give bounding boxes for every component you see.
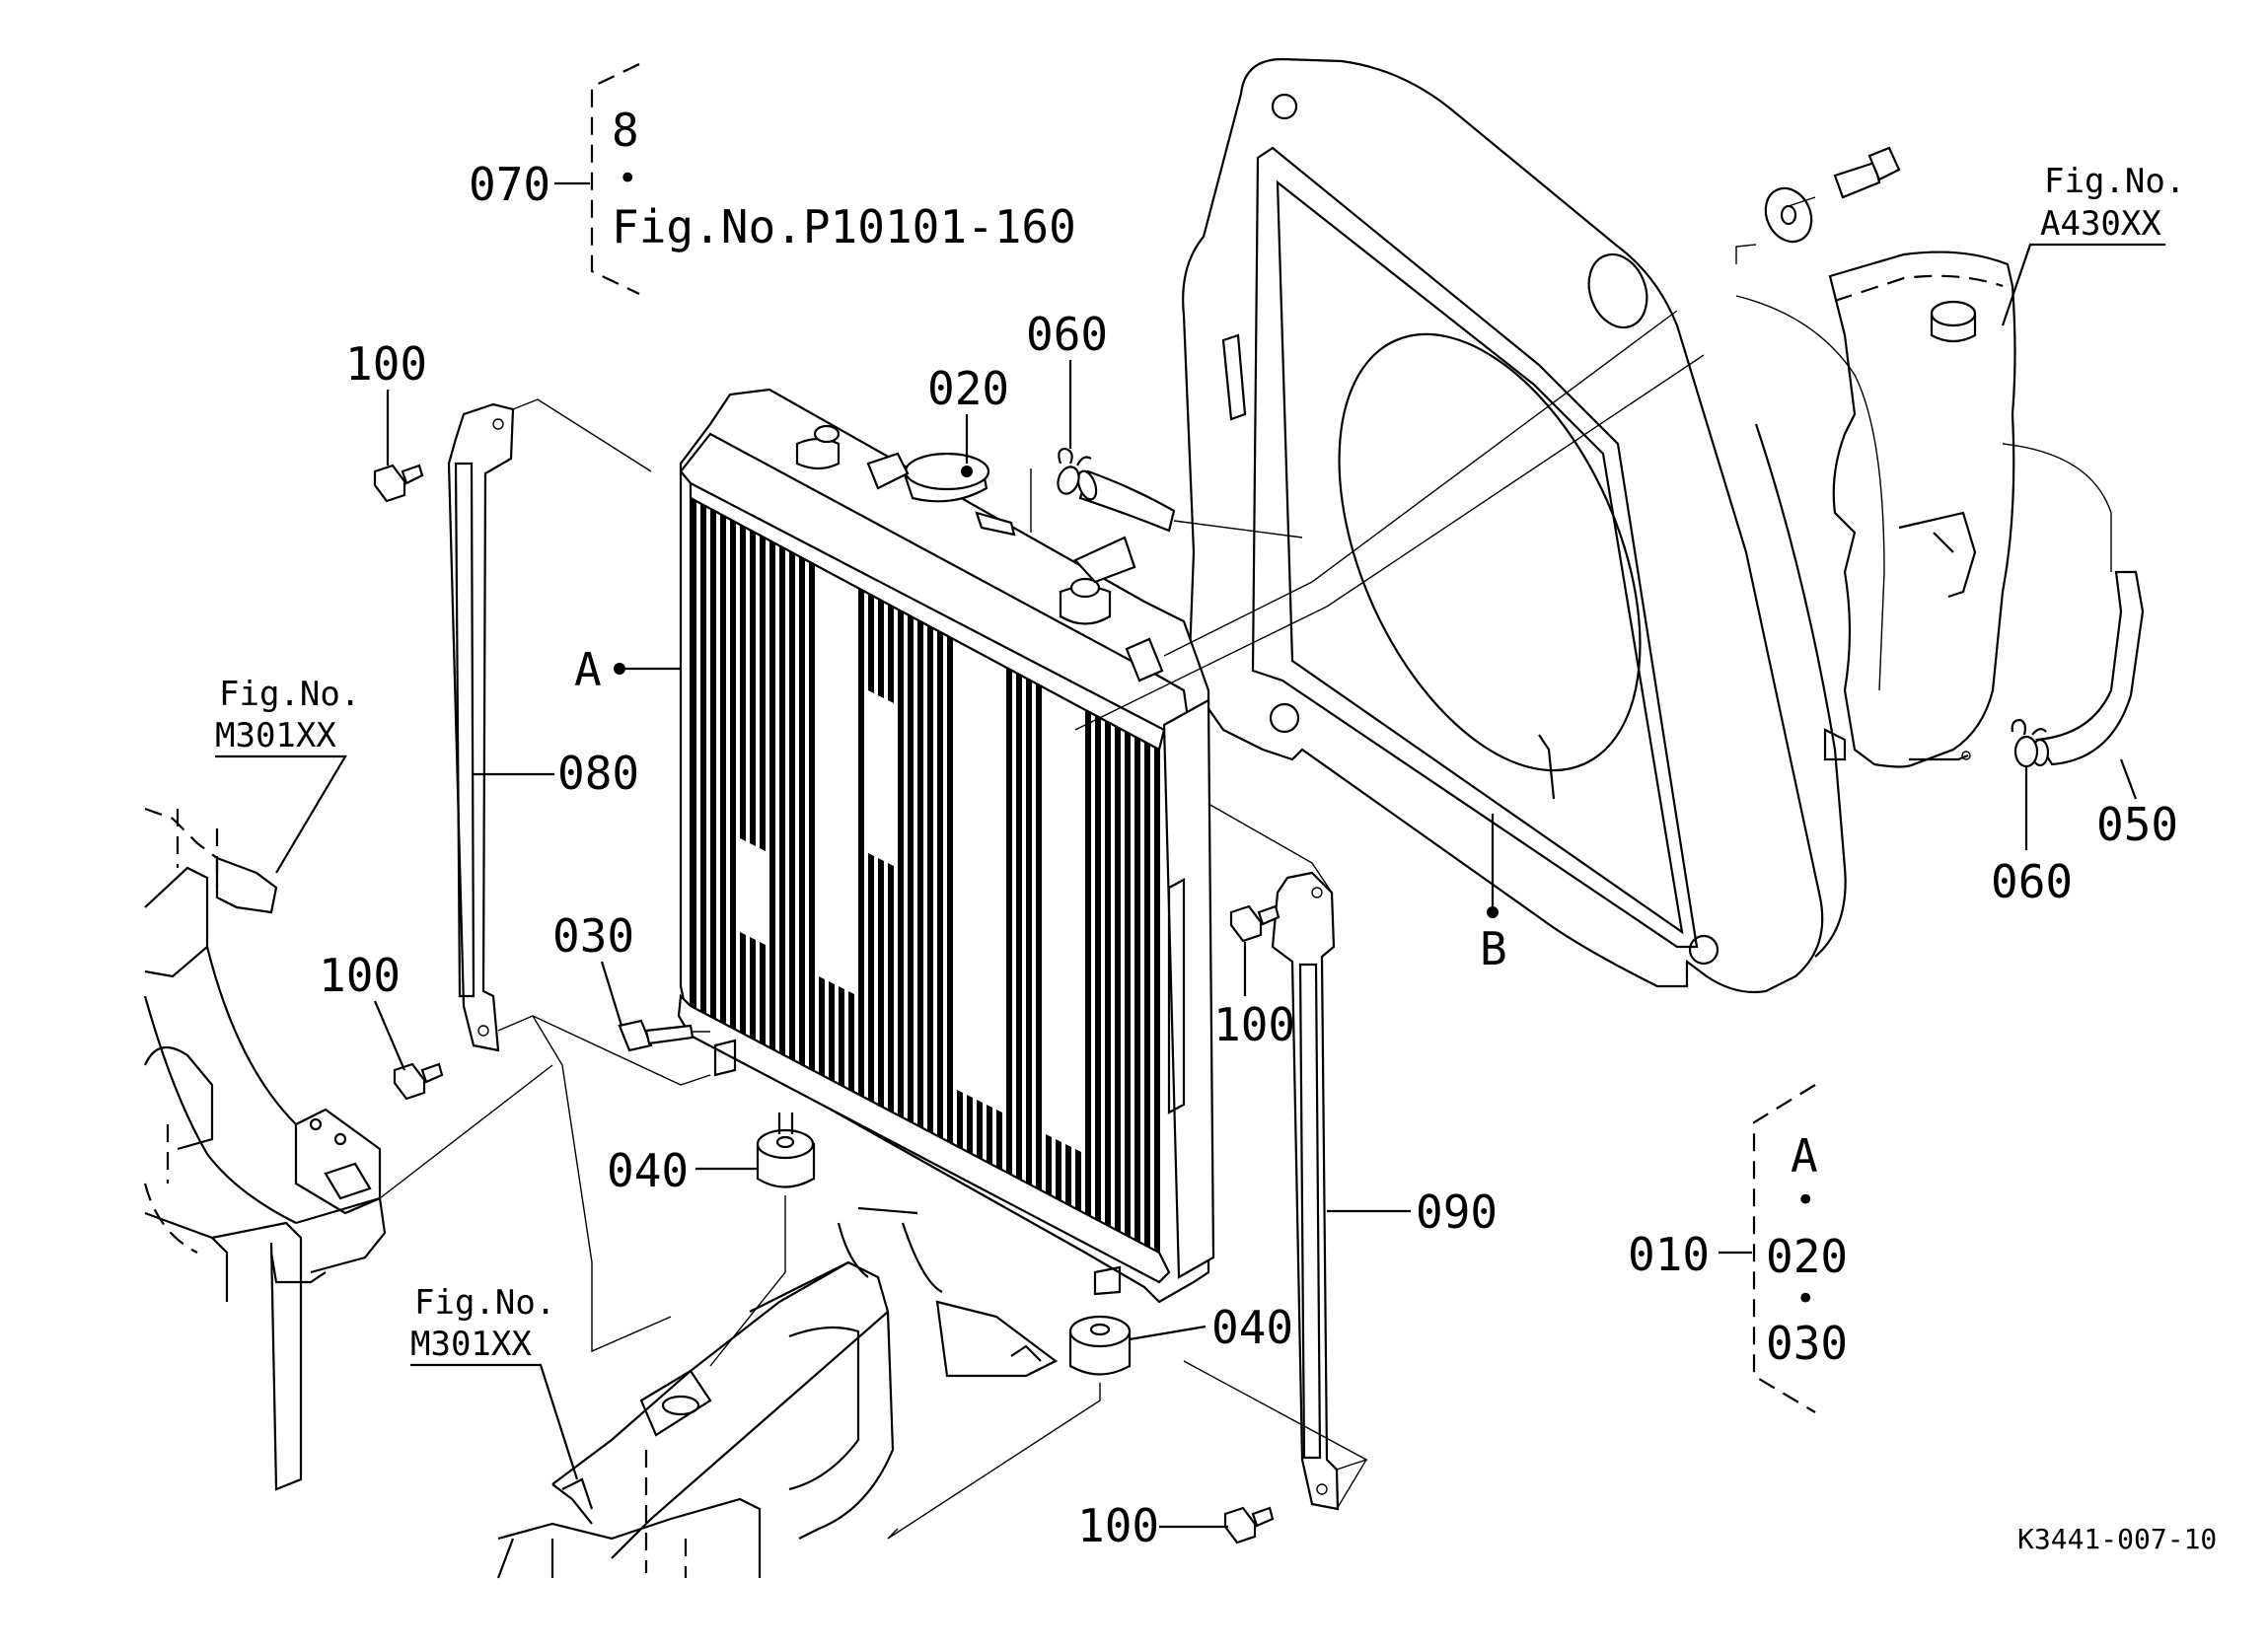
bolt-100-b	[393, 1062, 444, 1101]
callout-090: 090	[1416, 1185, 1498, 1239]
lower-hose-050	[2030, 570, 2145, 767]
drain-plug-030	[618, 1019, 710, 1052]
callout-070: 070	[469, 158, 550, 211]
callout-A: A	[574, 643, 602, 696]
fig-ref-frame-1: Fig.No. M301XX	[215, 675, 360, 874]
callout-010-group: 010 A • 020 • 030	[1628, 1084, 1848, 1413]
leader-lines	[379, 310, 1705, 1540]
reserve-tank	[1823, 251, 2016, 768]
callout-100-a: 100	[345, 337, 427, 391]
fig-ref-tank: Fig.No. A430XX	[2001, 162, 2185, 326]
callout-040-a: 040	[607, 1144, 689, 1197]
hose-clamp-060-top	[1057, 447, 1092, 495]
drawing-id: K3441-007-10	[2017, 1523, 2217, 1555]
fig-ref-tank-code: A430XX	[2040, 204, 2161, 244]
callout-010-dot1: •	[1795, 1181, 1815, 1220]
callout-030: 030	[552, 909, 634, 963]
bolt-100-d	[1223, 1506, 1275, 1544]
callout-100-d: 100	[1077, 1499, 1159, 1552]
callout-080: 080	[557, 747, 639, 800]
callout-070-top: 8	[612, 104, 639, 157]
callout-B: B	[1480, 922, 1507, 975]
fig-ref-frame1-label: Fig.No.	[219, 675, 360, 714]
callout-100-c: 100	[1213, 998, 1295, 1051]
rubber-mount-040-a	[756, 1113, 816, 1188]
brace-080	[447, 402, 515, 1052]
fig-ref-frame2-label: Fig.No.	[414, 1283, 555, 1323]
fan-shroud	[1182, 57, 1847, 994]
upper-hose	[1076, 469, 1176, 533]
lower-frame-structure	[496, 1206, 1059, 1579]
brace-090	[1271, 871, 1340, 1511]
fig-ref-frame1-code: M301XX	[215, 716, 336, 755]
callout-010-dot2: •	[1795, 1279, 1815, 1319]
rubber-mount-040-b	[1068, 1315, 1132, 1376]
callout-100-b: 100	[319, 949, 401, 1002]
radiator-assembly	[677, 388, 1215, 1304]
callout-060-top: 060	[1026, 308, 1108, 361]
callout-070-dot: •	[618, 159, 637, 198]
callout-070-ref: Fig.No.P10101-160	[612, 200, 1076, 253]
tank-routing-lines	[1735, 244, 2112, 691]
shroud-bolt-and-washer	[1764, 146, 1901, 244]
callout-050: 050	[2096, 798, 2178, 851]
callout-020: 020	[927, 362, 1009, 415]
fig-ref-tank-label: Fig.No.	[2044, 162, 2185, 201]
callout-040-b: 040	[1211, 1301, 1293, 1354]
bolt-100-a	[373, 464, 424, 503]
fig-ref-frame2-code: M301XX	[410, 1325, 532, 1364]
callout-010-020: 020	[1766, 1230, 1848, 1283]
callout-070-group: 070 8 • Fig.No.P10101-160	[469, 63, 1076, 295]
callout-010-030: 030	[1766, 1317, 1848, 1370]
bolt-100-c	[1229, 904, 1280, 943]
fig-ref-frame-2: Fig.No. M301XX	[410, 1283, 579, 1480]
callout-060-bottom: 060	[1991, 855, 2073, 908]
frame-structure	[143, 807, 387, 1491]
callout-010-A: A	[1791, 1129, 1818, 1183]
callout-010: 010	[1628, 1228, 1710, 1281]
